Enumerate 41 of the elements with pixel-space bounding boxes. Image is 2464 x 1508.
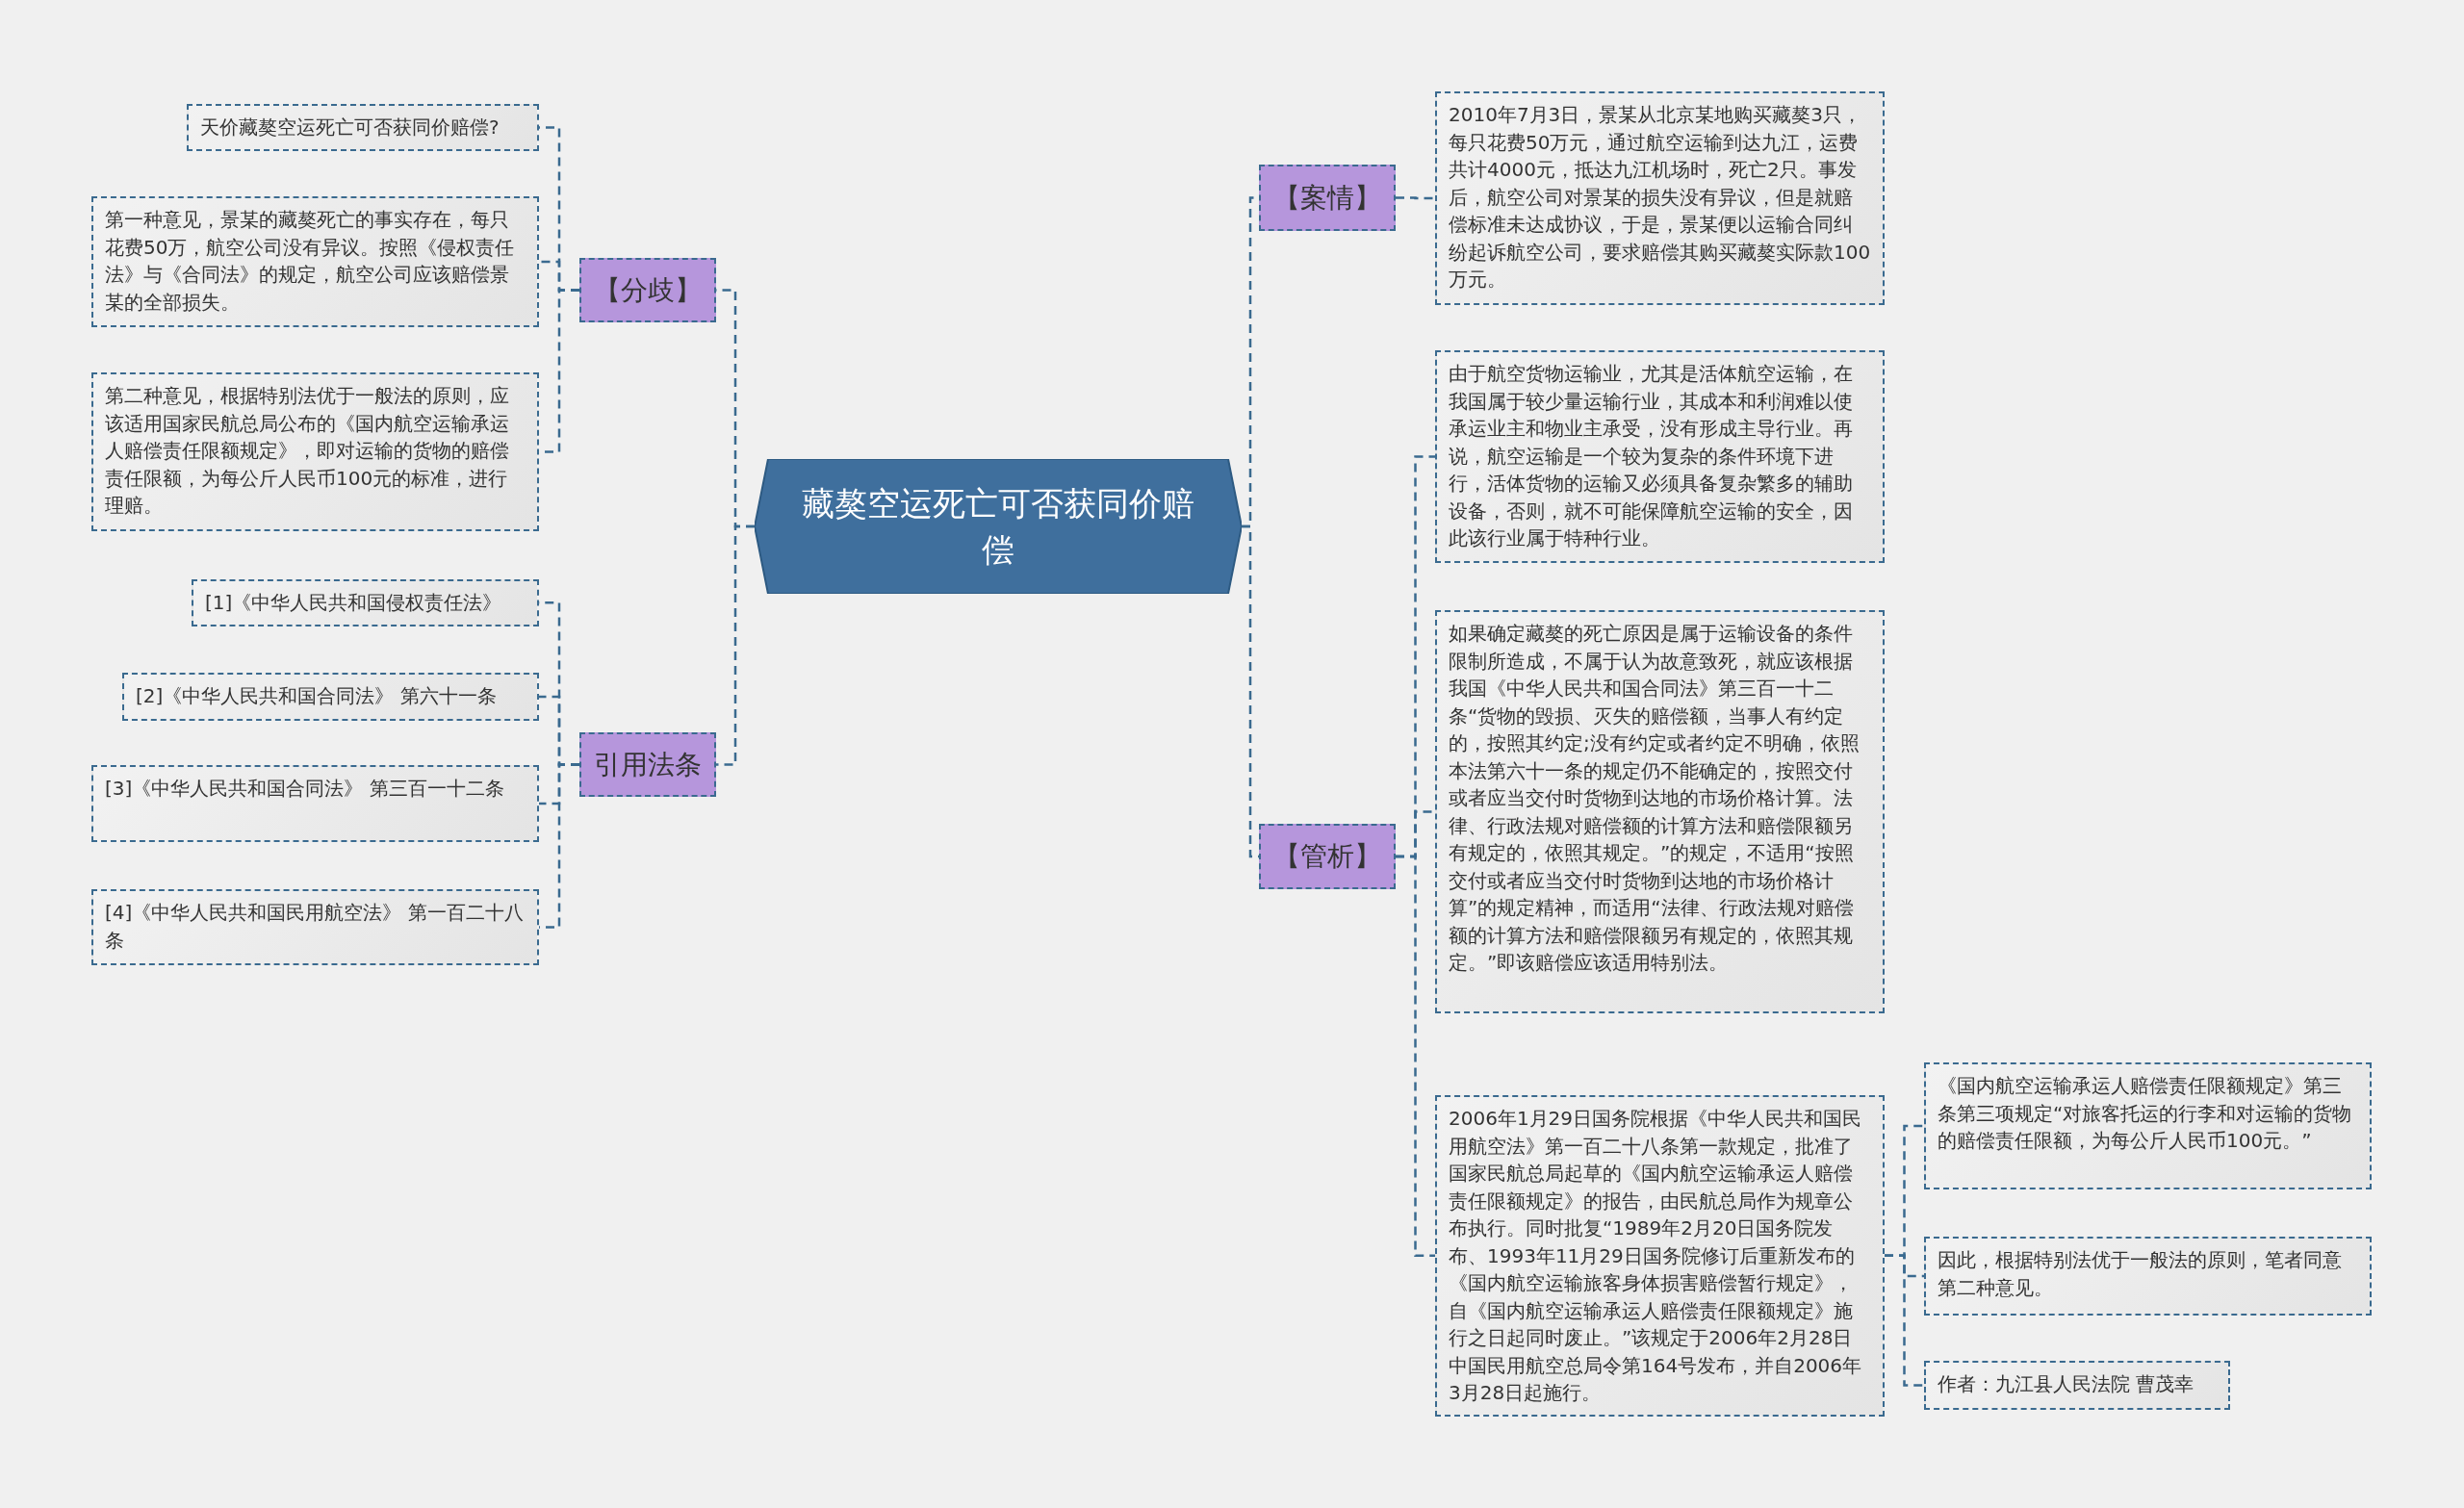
text-card bbox=[91, 889, 539, 965]
text-card bbox=[192, 579, 539, 626]
text-card bbox=[187, 104, 539, 151]
text-card bbox=[1924, 1062, 2372, 1189]
topic-text: 作者：九江县人民法院 曹茂幸 bbox=[1938, 1372, 2194, 1395]
topic-text: 由于航空货物运输业，尤其是活体航空运输，在我国属于较少量运输行业，其成本和利润难以使承运业主和物业主承受，没有形成主导行业。再说，航空运输是一个较为复杂的条件环境下进行，活体货物的运输又必须具备复杂繁多的辅助设备，否则，就不可能保障航空运输的安全，因此该行业属于特种行业。 bbox=[1449, 362, 1853, 550]
text-card bbox=[1435, 350, 1885, 563]
text-card bbox=[1924, 1237, 2372, 1316]
topic-text: 2006年1月29日国务院根据《中华人民共和国民用航空法》第一百二十八条第一款规定，批准了国家民航总局起草的《国内航空运输承运人赔偿责任限额规定》的报告，由民航总局作为规章公布执行。同时批复“1989年2月20日国务院发布、1993年11月29日国务院修订后重新发布的《国内航空运输旅客身体损害赔偿暂行规定》，自《国内航空运输承运人赔偿责任限额规定》施行之日起同时废止。”该规定于2006年2月28日中国民用航空总局令第164号发布，并自2006年3月28日起施行。 bbox=[1449, 1107, 1862, 1404]
text-card bbox=[1435, 91, 1885, 305]
topic-text: 天价藏獒空运死亡可否获同价赔偿? bbox=[200, 115, 500, 139]
text-card bbox=[1435, 610, 1885, 1013]
topic-text: [3]《中华人民共和国合同法》 第三百一十二条 bbox=[105, 777, 504, 800]
topic-title: 藏獒空运死亡可否获同价赔偿 bbox=[801, 483, 1195, 571]
topic-text: 因此，根据特别法优于一般法的原则，笔者同意第二种意见。 bbox=[1938, 1248, 2342, 1299]
text-card bbox=[122, 673, 539, 721]
topic-text: 《国内航空运输承运人赔偿责任限额规定》第三条第三项规定“对旅客托运的行李和对运输的货物的赔偿责任限额，为每公斤人民币100元。” bbox=[1938, 1074, 2352, 1152]
connector-line bbox=[1396, 855, 1435, 1257]
text-card bbox=[91, 196, 539, 327]
connector-line bbox=[1396, 196, 1435, 200]
text-card bbox=[1924, 1361, 2230, 1410]
topic-text: 2010年7月3日，景某从北京某地购买藏獒3只，每只花费50万元，通过航空运输到达九江，运费共计4000元，抵达九江机场时，死亡2只。事发后，航空公司对景某的损失没有异议，但是就赔偿标准未达成协议，于是，景某便以运输合同纠纷起诉航空公司，要求赔偿其购买藏獒实际款100万元。 bbox=[1449, 103, 1871, 291]
topic-text: 【分歧】 bbox=[594, 272, 702, 308]
text-card bbox=[91, 372, 539, 531]
branch-topic bbox=[1259, 165, 1396, 231]
topic-text: 【管析】 bbox=[1273, 839, 1381, 874]
connector-line bbox=[1885, 1254, 1924, 1387]
topic-text: [2]《中华人民共和国合同法》 第六十一条 bbox=[136, 684, 497, 707]
text-card bbox=[91, 765, 539, 842]
branch-topic bbox=[1259, 824, 1396, 889]
topic-text: 如果确定藏獒的死亡原因是属于运输设备的条件限制所造成，不属于认为故意致死，就应该根据我国《中华人民共和国合同法》第三百一十二条“货物的毁损、灭失的赔偿额，当事人有约定的，按照其约定;没有约定或者约定不明确，依照本法第六十一条的规定仍不能确定的，按照交付或者应当交付时货物到达地的市场价格计算。法律、行政法规对赔偿额的计算方法和赔偿限额另有规定的，依照其规定。”的规定，不适用“按照交付或者应当交付时货物到达地的市场价格计算”的规定精神，而适用“法律、行政法规对赔偿额的计算方法和赔偿限额另有规定的，依照其规定。”即该赔偿应该适用特别法。 bbox=[1449, 622, 1860, 974]
branch-topic bbox=[579, 732, 716, 797]
branch-topic bbox=[579, 258, 716, 322]
connector-line bbox=[716, 524, 755, 766]
topic-text: 引用法条 bbox=[594, 747, 702, 782]
topic-text: 第一种意见，景某的藏獒死亡的事实存在，每只花费50万，航空公司没有异议。按照《侵权责任法》与《合同法》的规定，航空公司应该赔偿景某的全部损失。 bbox=[105, 208, 515, 314]
topic-text: 【案情】 bbox=[1273, 180, 1381, 216]
topic-text: [4]《中华人民共和国民用航空法》 第一百二十八条 bbox=[105, 901, 524, 952]
topic-text: 第二种意见，根据特别法优于一般法的原则，应该适用国家民航总局公布的《国内航空运输承运人赔偿责任限额规定》，即对运输的货物的赔偿责任限额，为每公斤人民币100元的标准，进行理赔。 bbox=[105, 384, 509, 517]
central-topic bbox=[755, 459, 1242, 594]
topic-text: [1]《中华人民共和国侵权责任法》 bbox=[205, 591, 502, 614]
